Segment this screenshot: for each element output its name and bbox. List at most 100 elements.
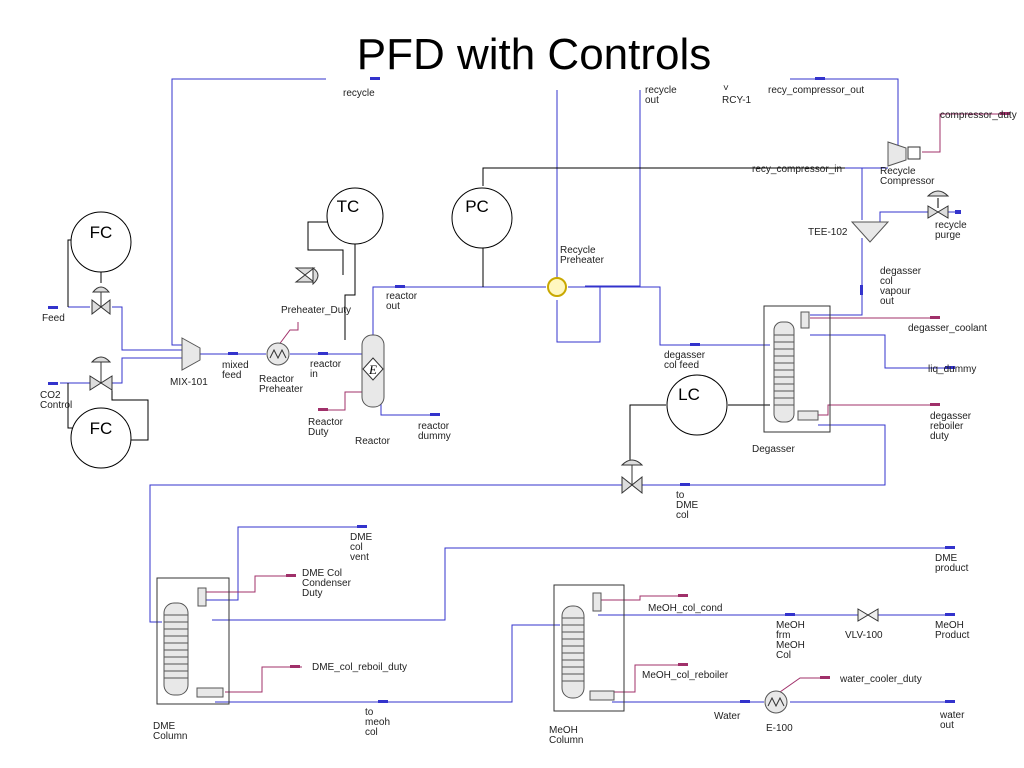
degasser-condenser-icon[interactable] bbox=[800, 311, 810, 329]
to-dme-col-line[interactable] bbox=[149, 484, 622, 623]
lc-label: LC bbox=[678, 385, 700, 404]
recy-compressor-out-label: recy_compressor_out bbox=[768, 85, 864, 96]
e100-cooler-icon[interactable] bbox=[764, 690, 788, 714]
reactor-preheater-icon[interactable] bbox=[266, 342, 290, 366]
liq-dummy-line[interactable] bbox=[810, 334, 945, 369]
stream-arrow bbox=[357, 525, 367, 528]
recycle-stream[interactable] bbox=[171, 78, 326, 346]
stream-arrow bbox=[945, 613, 955, 616]
dme-condenser-duty-line[interactable] bbox=[206, 575, 292, 593]
to-meoh-col-line[interactable] bbox=[215, 624, 560, 703]
degasser-feed-label-1: degasser bbox=[664, 350, 706, 361]
dme-reboil-duty-line[interactable] bbox=[225, 666, 302, 693]
fc-bottom-valve-icon[interactable] bbox=[89, 356, 113, 391]
meoh-column-icon[interactable] bbox=[561, 605, 585, 699]
degasser-coolant-label: degasser_coolant bbox=[908, 323, 987, 334]
e100-label: E-100 bbox=[766, 723, 793, 734]
tc-input bbox=[344, 237, 356, 340]
degasser-reboiler-line[interactable] bbox=[818, 404, 940, 416]
compressor-duty-line[interactable] bbox=[922, 113, 1010, 153]
recycle-out-label-2: out bbox=[645, 95, 659, 106]
tc-controller[interactable] bbox=[326, 187, 384, 245]
lc-output bbox=[629, 404, 666, 462]
to-dme-col-label-2: DME bbox=[676, 500, 699, 511]
purge-valve-icon[interactable] bbox=[926, 190, 950, 219]
reactor-dummy-line[interactable] bbox=[380, 402, 432, 416]
degasser-feed-line[interactable] bbox=[568, 286, 770, 346]
water-cooler-duty-line[interactable] bbox=[779, 677, 830, 693]
dme-product-line[interactable] bbox=[212, 547, 955, 621]
degasser-vapour-out[interactable] bbox=[810, 238, 863, 316]
vlv100-valve-icon[interactable] bbox=[857, 608, 879, 622]
stream-arrow bbox=[815, 77, 825, 80]
meoh-col-reboiler-label: MeOH_col_reboiler bbox=[642, 670, 729, 681]
dme-condenser-label-2: Condenser bbox=[302, 578, 352, 589]
degasser-label: Degasser bbox=[752, 444, 795, 455]
water-out-label-1: water bbox=[939, 710, 965, 721]
reactor-in-label-2: in bbox=[310, 369, 318, 380]
energy-arrow bbox=[290, 665, 300, 668]
recycle-compressor-label-1: Recycle bbox=[880, 166, 916, 177]
reactor-duty-label-1: Reactor bbox=[308, 417, 344, 428]
tc-output bbox=[307, 221, 344, 275]
fc-bottom-controller[interactable] bbox=[70, 407, 132, 469]
recycle-preheater-label-2: Preheater bbox=[560, 255, 605, 266]
tee-icon[interactable] bbox=[850, 221, 890, 243]
meoh-reboiler-icon[interactable] bbox=[589, 690, 615, 701]
energy-streams bbox=[206, 113, 1010, 693]
degasser-reboiler-label-2: reboiler bbox=[930, 421, 964, 432]
meoh-condenser-icon[interactable] bbox=[592, 592, 602, 612]
material-arrows bbox=[48, 77, 961, 703]
dme-col-vent-line[interactable] bbox=[200, 526, 365, 601]
reactor-label: Reactor bbox=[355, 436, 391, 447]
preheater-loop[interactable] bbox=[556, 286, 601, 343]
mixed-feed-label-2: feed bbox=[222, 370, 241, 381]
dme-column-icon[interactable] bbox=[163, 602, 189, 696]
dme-col-vent-label-3: vent bbox=[350, 552, 369, 563]
controllers: FC FC TC PC LC bbox=[70, 187, 728, 469]
signal-lines bbox=[67, 167, 939, 462]
co2-to-mixer[interactable] bbox=[112, 357, 182, 384]
dme-column-label-1: DME bbox=[153, 721, 176, 732]
degasser-reboiler-label-3: duty bbox=[930, 431, 949, 442]
recycle-preheater-icon[interactable] bbox=[547, 277, 567, 297]
fc-top-valve-icon[interactable] bbox=[91, 286, 111, 316]
recycle-compressor-label-2: Compressor bbox=[880, 176, 935, 187]
stream-arrow bbox=[945, 700, 955, 703]
degasser-column-icon[interactable] bbox=[773, 321, 795, 423]
reactor-dummy-label-1: reactor bbox=[418, 421, 450, 432]
pc-controller[interactable] bbox=[451, 187, 513, 249]
preheater-duty-line[interactable] bbox=[277, 322, 299, 347]
dme-reboiler-icon[interactable] bbox=[196, 687, 224, 698]
reactor-duty-line[interactable] bbox=[320, 391, 362, 411]
stream-arrow bbox=[318, 352, 328, 355]
recycle-out-label-1: recycle bbox=[645, 85, 677, 96]
recycle-purge-label-1: recycle bbox=[935, 220, 967, 231]
degasser-reboiler-icon[interactable] bbox=[797, 410, 819, 421]
feed-to-mixer[interactable] bbox=[112, 306, 182, 351]
reactor-duty-label-2: Duty bbox=[308, 427, 329, 438]
reactor-out-line[interactable] bbox=[372, 286, 546, 335]
lc-controller[interactable] bbox=[666, 374, 728, 436]
recy-compressor-out-line[interactable] bbox=[790, 78, 899, 152]
meoh-frm-col-label-1: MeOH bbox=[776, 620, 805, 631]
recycle-out-line[interactable] bbox=[585, 90, 641, 287]
degasser-bottoms[interactable] bbox=[642, 424, 886, 486]
dme-condenser-label-1: DME Col bbox=[302, 568, 342, 579]
tc-valve-icon[interactable] bbox=[294, 267, 319, 286]
reactor-preheater-label-1: Reactor bbox=[259, 374, 295, 385]
feed-label: Feed bbox=[42, 313, 65, 324]
fc-top-controller[interactable] bbox=[70, 211, 132, 273]
mixer-icon[interactable] bbox=[181, 337, 201, 371]
meoh-col-cond-line[interactable] bbox=[600, 595, 680, 601]
lc-valve-icon[interactable] bbox=[620, 459, 644, 495]
recycle-label: recycle bbox=[343, 88, 375, 99]
degasser-vapour-label-3: vapour bbox=[880, 286, 911, 297]
mix101-label: MIX-101 bbox=[170, 377, 208, 388]
tee102-label: TEE-102 bbox=[808, 227, 848, 238]
stream-arrow bbox=[955, 210, 961, 214]
degasser-vapour-label-1: degasser bbox=[880, 266, 922, 277]
dme-condenser-icon[interactable] bbox=[197, 587, 207, 607]
compressor-icon[interactable] bbox=[887, 141, 907, 167]
